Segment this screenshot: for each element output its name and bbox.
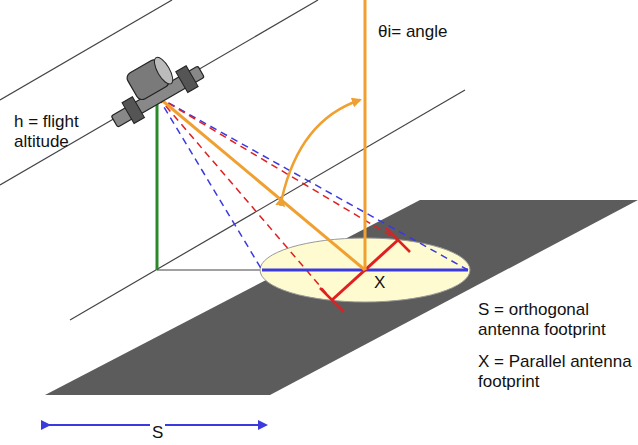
altitude-label: h = flight altitude <box>14 112 134 153</box>
angle-label: θi= angle <box>378 22 518 42</box>
angle-arc <box>282 100 360 198</box>
legend-note: S = orthogonal antenna footprint <box>478 300 633 341</box>
vertical-normal <box>364 0 367 270</box>
beam-edge <box>158 97 262 270</box>
footprint-tick <box>320 288 344 312</box>
track-line <box>0 0 318 185</box>
dimension-label: S <box>150 423 165 443</box>
legend-note: X = Parallel antenna footprint <box>478 352 633 393</box>
ground-line <box>157 269 262 270</box>
beam-edge <box>158 97 398 240</box>
look-direction <box>158 97 365 270</box>
footprint-label: X <box>372 273 387 293</box>
sensor <box>97 42 207 132</box>
ground-swath <box>45 200 638 395</box>
footprint-tick <box>386 228 410 252</box>
beam-edge <box>158 97 468 270</box>
altitude-line <box>156 100 159 270</box>
